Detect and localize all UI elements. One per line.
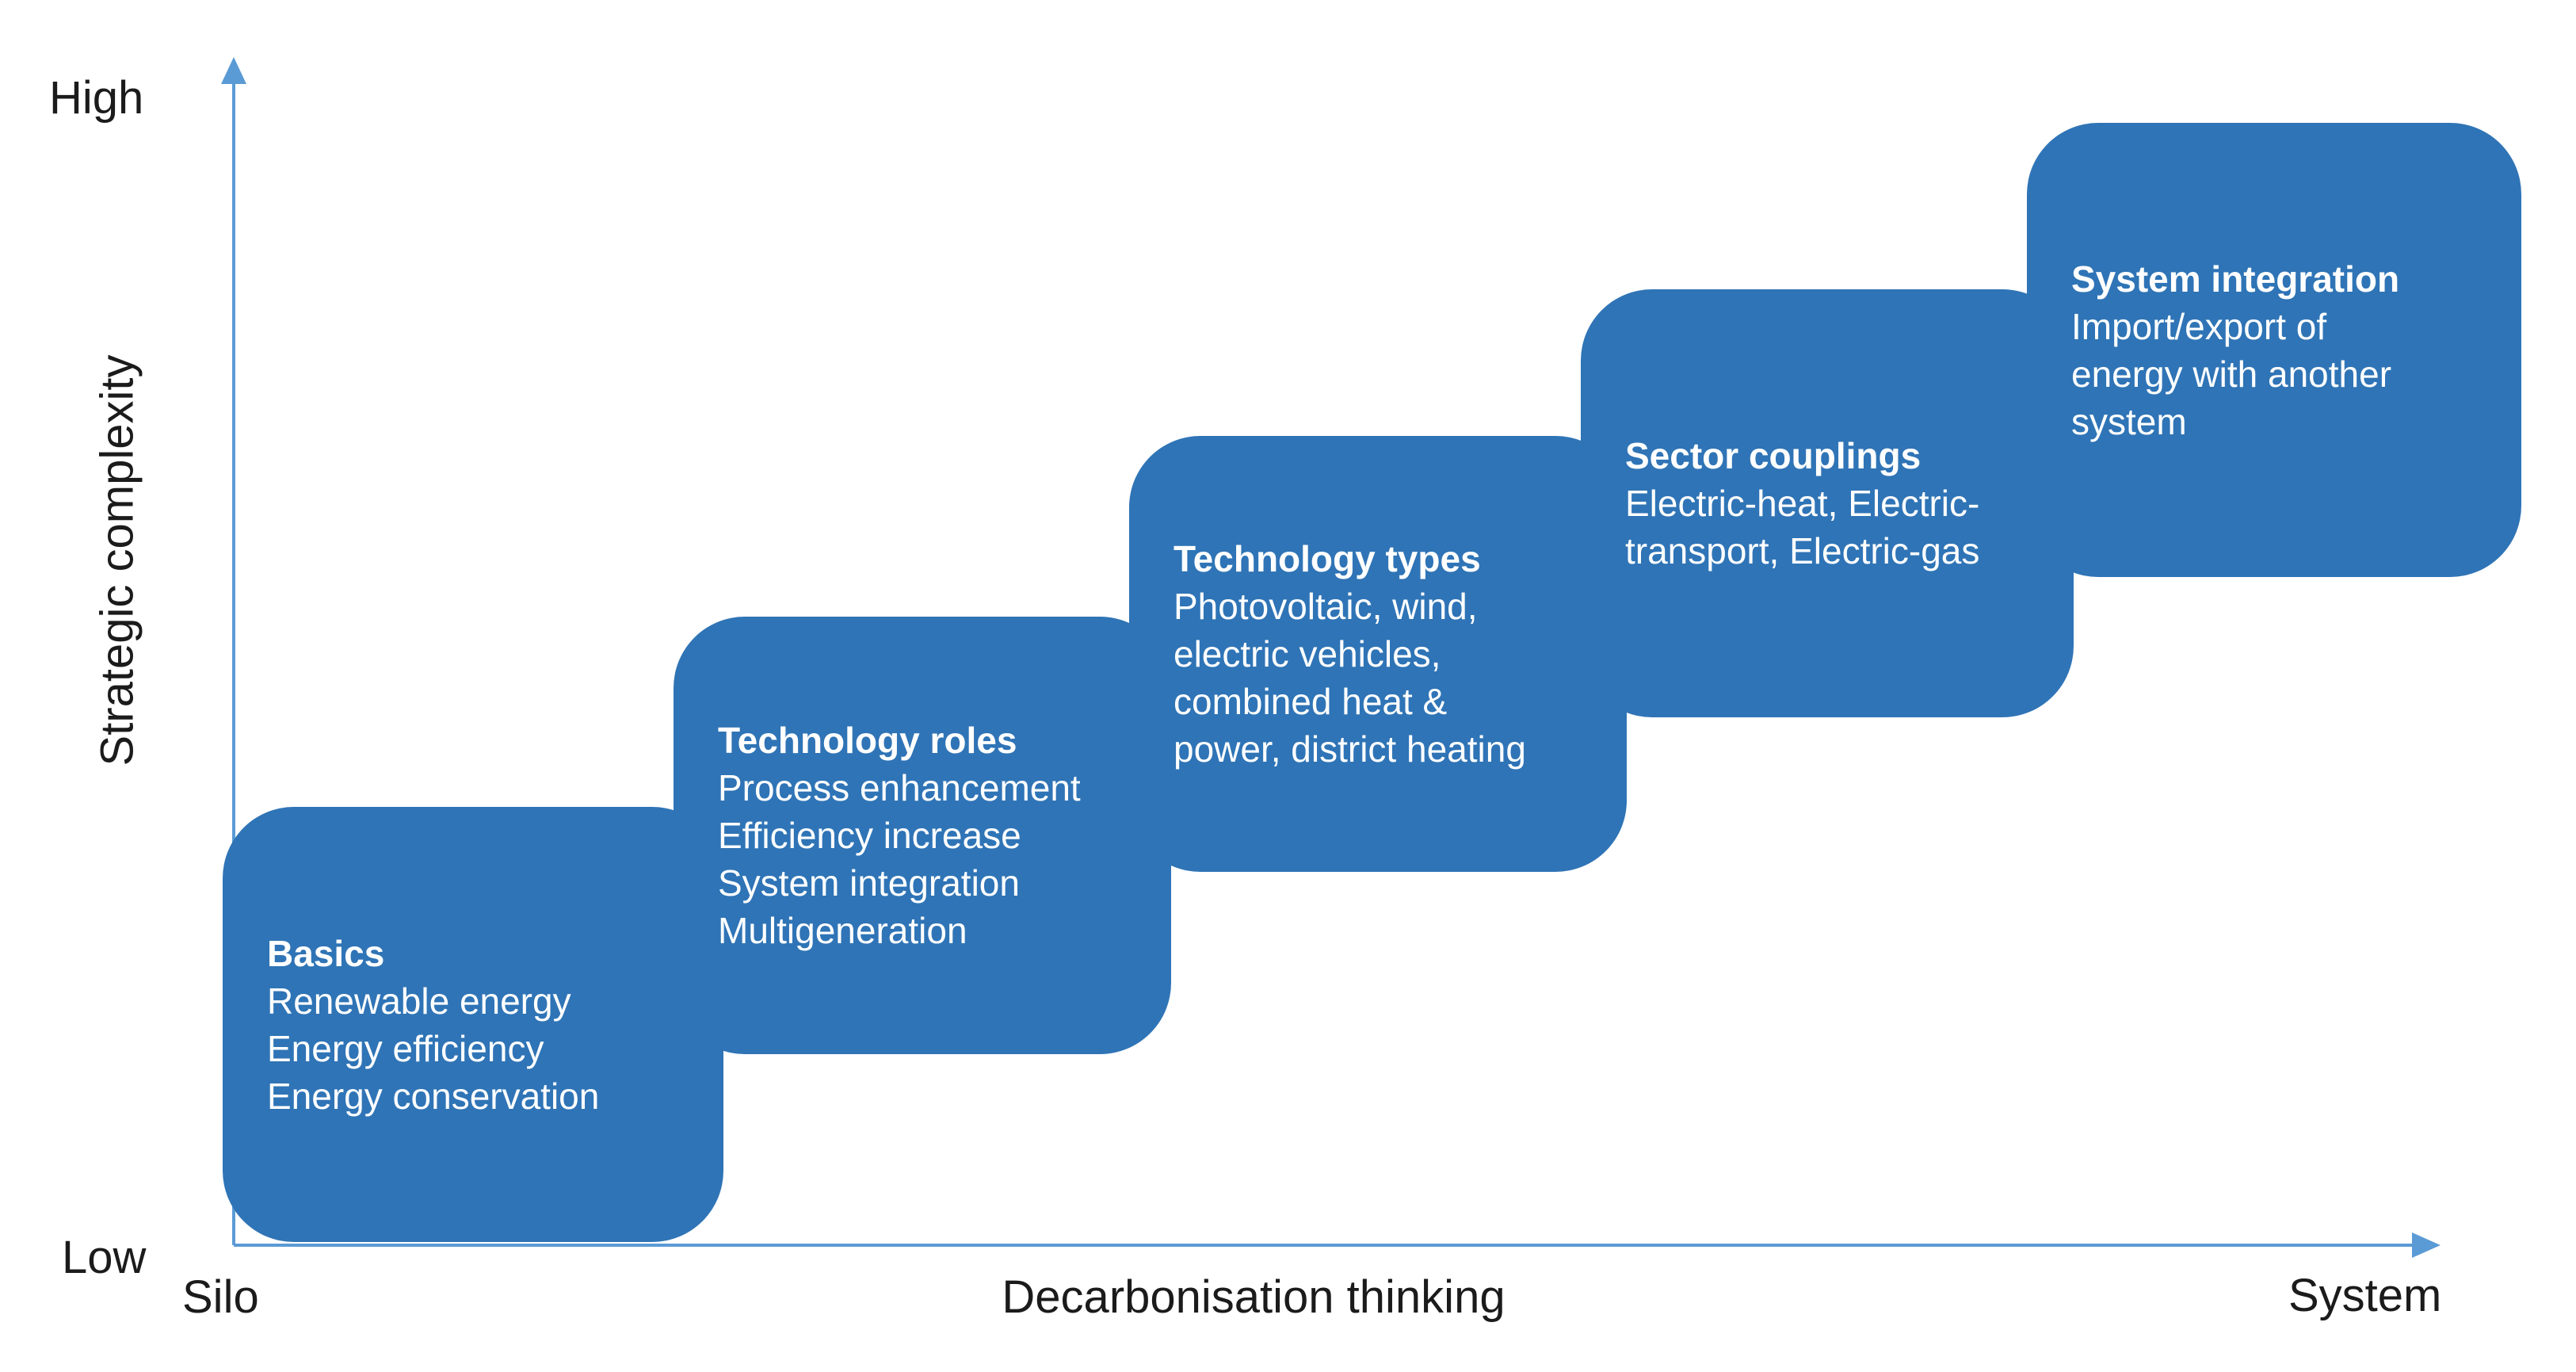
step-item: Import/export of: [2071, 305, 2327, 347]
step-box-technology-roles: Technology roles Process enhancement Eff…: [674, 617, 1171, 1054]
step-item: Energy efficiency: [267, 1027, 544, 1069]
step-title: Sector couplings: [1625, 435, 1922, 476]
x-axis-system-label: System: [2288, 1270, 2442, 1321]
step-title: Basics: [267, 932, 385, 974]
step-item: system: [2071, 400, 2187, 442]
step-box-sector-couplings: Sector couplings Electric-heat, Electric…: [1581, 289, 2074, 717]
step-box-system-integration: System integration Import/export of ener…: [2027, 123, 2521, 577]
y-axis-arrow-icon: [221, 57, 246, 84]
step-title: Technology types: [1174, 538, 1481, 579]
x-axis-arrow-icon: [2412, 1233, 2441, 1258]
x-axis-silo-label: Silo: [182, 1271, 259, 1323]
step-title: System integration: [2071, 258, 2400, 300]
step-item: Photovoltaic, wind,: [1174, 586, 1478, 627]
step-item: Renewable energy: [267, 980, 571, 1022]
step-item: Multigeneration: [718, 910, 967, 951]
step-title: Technology roles: [718, 720, 1017, 761]
step-item: Energy conservation: [267, 1075, 600, 1117]
step-item: Efficiency increase: [718, 815, 1021, 856]
step-item: energy with another: [2071, 353, 2392, 395]
y-axis-high-label: High: [49, 72, 144, 124]
y-axis-low-label: Low: [62, 1232, 147, 1283]
step-item: transport, Electric-gas: [1625, 530, 1980, 571]
step-item: Electric-heat, Electric-: [1625, 483, 1980, 524]
x-axis-title: Decarbonisation thinking: [1002, 1271, 1506, 1323]
y-axis-title: Strategic complexity: [91, 354, 143, 766]
step-item: Process enhancement: [718, 767, 1081, 808]
step-item: combined heat &: [1174, 681, 1448, 722]
step-item: power, district heating: [1174, 728, 1526, 770]
step-item: System integration: [718, 862, 1020, 904]
step-box-basics: Basics Renewable energy Energy efficienc…: [223, 807, 723, 1242]
step-item: electric vehicles,: [1174, 633, 1441, 675]
step-box-technology-types: Technology types Photovoltaic, wind, ele…: [1129, 436, 1627, 872]
